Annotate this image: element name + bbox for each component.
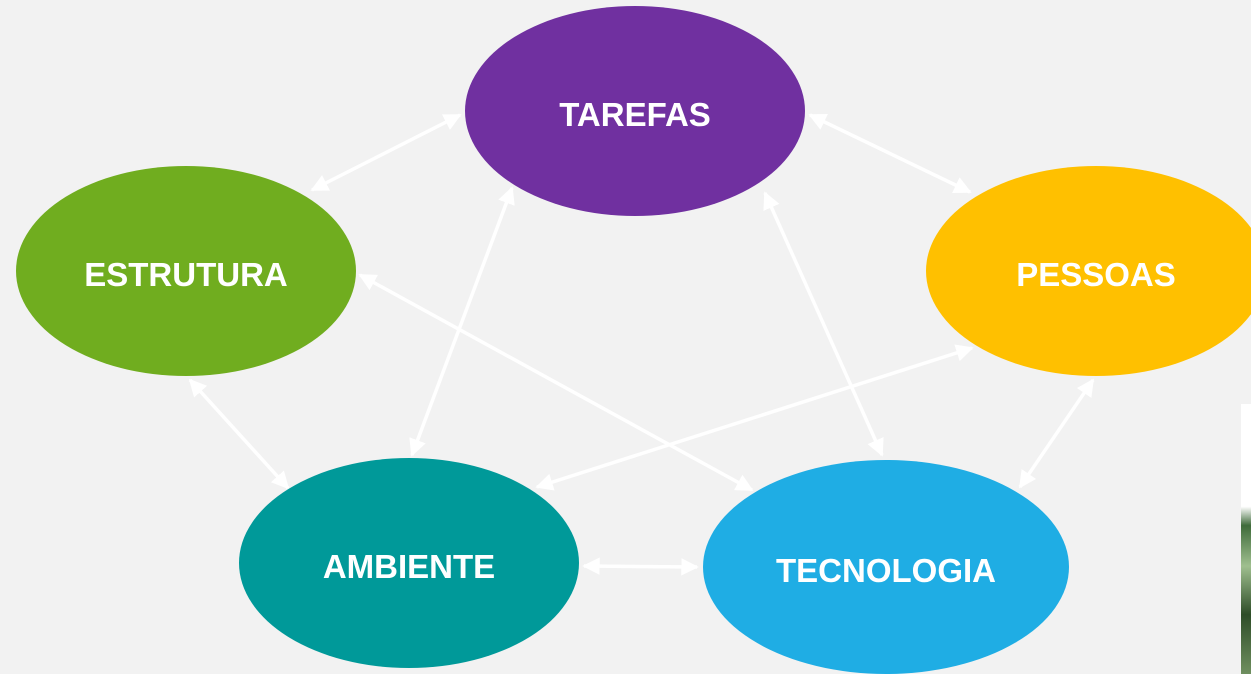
node-ambiente-label: AMBIENTE xyxy=(323,548,495,585)
node-pessoas-label: PESSOAS xyxy=(1016,256,1176,293)
edge-tarefas-estrutura xyxy=(310,113,462,192)
edge-pessoas-tecnologia xyxy=(1018,378,1095,489)
edge-tarefas-tecnologia xyxy=(763,191,884,457)
cropped-photo-edge xyxy=(1241,404,1251,674)
node-tecnologia-shape xyxy=(703,460,1069,674)
node-ambiente-shape xyxy=(239,458,579,668)
node-tarefas-shape xyxy=(465,6,805,216)
nodes: TAREFAS ESTRUTURA PESSOAS AMBIENTE TECNO… xyxy=(16,6,1251,674)
node-tecnologia-label: TECNOLOGIA xyxy=(776,552,996,589)
node-estrutura-shape xyxy=(16,166,356,376)
node-tecnologia: TECNOLOGIA xyxy=(703,460,1069,674)
node-tarefas: TAREFAS xyxy=(465,6,805,216)
edge-estrutura-tecnologia xyxy=(358,273,754,492)
node-pessoas: PESSOAS xyxy=(926,166,1251,376)
edge-estrutura-ambiente xyxy=(188,378,290,490)
edge-tarefas-pessoas xyxy=(808,113,972,194)
node-ambiente: AMBIENTE xyxy=(239,458,579,668)
edge-pessoas-ambiente xyxy=(535,344,974,491)
edge-ambiente-tecnologia xyxy=(582,557,699,576)
node-pessoas-shape xyxy=(926,166,1251,376)
connections xyxy=(188,113,1095,576)
edge-tarefas-ambiente xyxy=(409,186,515,457)
node-estrutura: ESTRUTURA xyxy=(16,166,356,376)
node-tarefas-label: TAREFAS xyxy=(559,96,711,133)
node-estrutura-label: ESTRUTURA xyxy=(84,256,288,293)
